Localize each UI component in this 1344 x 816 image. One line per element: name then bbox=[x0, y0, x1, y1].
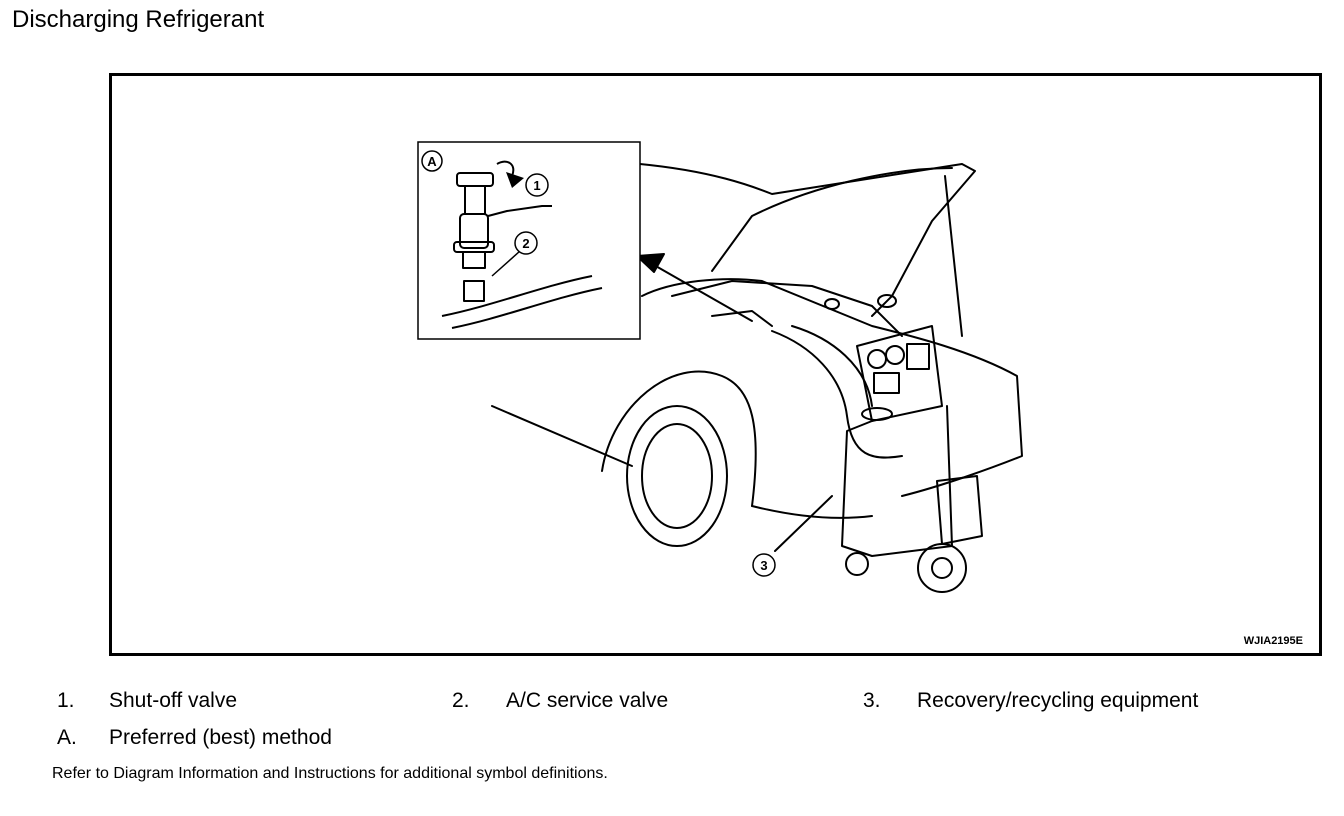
machine-wheel-hub bbox=[931, 557, 953, 579]
legend-item-1: 1. Shut-off valve bbox=[57, 689, 237, 713]
callout-3-circle bbox=[752, 553, 776, 577]
machine-gauge-2 bbox=[885, 345, 905, 365]
inset-pointer-arrowhead bbox=[636, 253, 665, 273]
machine-wheel bbox=[917, 543, 967, 593]
engine-cap bbox=[877, 294, 897, 308]
machine-body bbox=[841, 405, 953, 557]
legend-num: 1. bbox=[57, 689, 75, 712]
ac-line-2 bbox=[451, 287, 603, 329]
machine-display bbox=[906, 343, 930, 370]
legend-text: A/C service valve bbox=[506, 689, 669, 712]
valve-side-port bbox=[487, 205, 552, 217]
hood-strut bbox=[944, 175, 963, 337]
car-hood-outline bbox=[639, 163, 976, 317]
legend-num: A. bbox=[57, 726, 77, 749]
inset-label-circle bbox=[421, 150, 443, 172]
rotation-arrow bbox=[496, 160, 515, 177]
legend-item-a: A. Preferred (best) method bbox=[57, 726, 332, 750]
engine-cap-2 bbox=[824, 298, 840, 310]
engine-part-1 bbox=[711, 310, 773, 327]
callout-2-circle bbox=[514, 231, 538, 255]
legend-text: Preferred (best) method bbox=[109, 726, 332, 749]
page-title: Discharging Refrigerant bbox=[12, 6, 265, 33]
car-wheel-hub bbox=[641, 423, 713, 529]
machine-screen bbox=[873, 372, 900, 394]
callout-1-circle bbox=[525, 173, 549, 197]
valve-lower bbox=[462, 251, 486, 269]
inset-pointer-line bbox=[646, 260, 753, 322]
legend-text: Shut-off valve bbox=[109, 689, 238, 712]
car-wheel-arch bbox=[601, 370, 757, 507]
machine-hoses bbox=[771, 330, 903, 459]
legend-text: Recovery/recycling equipment bbox=[917, 689, 1199, 712]
machine-tank bbox=[936, 475, 983, 545]
service-port bbox=[463, 280, 485, 302]
legend-item-2: 2. A/C service valve bbox=[452, 689, 668, 713]
machine-logo bbox=[861, 407, 893, 421]
rotation-arrowhead bbox=[506, 172, 524, 188]
legend-num: 3. bbox=[863, 689, 881, 712]
engine-bay bbox=[671, 280, 903, 337]
callout-3-label: 3 bbox=[760, 558, 767, 573]
callout-1-label: 1 bbox=[533, 178, 540, 193]
callout-2-label: 2 bbox=[522, 236, 529, 251]
car-fender-outline bbox=[641, 278, 1023, 497]
inset-label: A bbox=[427, 154, 437, 169]
machine-caster bbox=[845, 552, 869, 576]
car-hood-inner bbox=[711, 167, 953, 272]
machine-hoses-2 bbox=[791, 325, 873, 407]
footnote: Refer to Diagram Information and Instruc… bbox=[52, 765, 608, 782]
refrigerant-diagram: A 1 2 3 bbox=[417, 141, 1023, 593]
figure-code: WJIA2195E bbox=[1243, 635, 1303, 647]
valve-body bbox=[459, 213, 489, 249]
machine-panel bbox=[856, 325, 943, 422]
callout-3-leader bbox=[774, 495, 833, 552]
figure-frame: A 1 2 3 WJIA2195E bbox=[109, 73, 1322, 656]
callout-2-leader bbox=[491, 250, 521, 277]
car-wheel bbox=[626, 405, 728, 547]
legend-item-3: 3. Recovery/recycling equipment bbox=[863, 689, 1198, 713]
machine-gauge-1 bbox=[867, 349, 887, 369]
car-side-line bbox=[491, 405, 633, 467]
ac-line bbox=[441, 275, 593, 317]
legend-num: 2. bbox=[452, 689, 470, 712]
